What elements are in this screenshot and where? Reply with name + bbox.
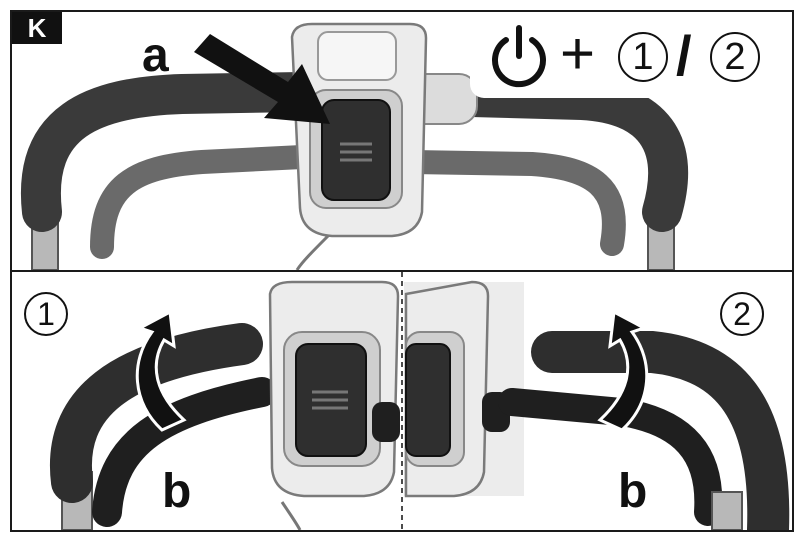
- bottom-panel: 1 b 2 b: [10, 270, 794, 532]
- button-combination: + 1 / 2: [470, 12, 792, 98]
- handle-illustration-bottom: [49, 272, 790, 530]
- option-2-circle: 2: [710, 32, 760, 82]
- step-1-circle: 1: [24, 292, 68, 336]
- option-1-circle: 1: [618, 32, 668, 82]
- left-grip-inner: [90, 145, 314, 259]
- left-step-illustration: [49, 280, 400, 530]
- label-b-left: b: [162, 465, 192, 518]
- left-grip-outer: [20, 72, 322, 232]
- rotate-arrow-left: [135, 309, 187, 432]
- button-ribs: [340, 142, 372, 162]
- plus-sign: +: [560, 20, 596, 87]
- left-trigger: [372, 402, 400, 442]
- rotate-arrow-right: [597, 309, 649, 432]
- separator-slash: /: [676, 24, 692, 87]
- power-icon: [492, 25, 546, 88]
- cable: [295, 230, 334, 270]
- right-grip-outer: [452, 77, 689, 232]
- label-b-right: b: [618, 465, 648, 518]
- right-grip-bar: [531, 331, 790, 530]
- panel-tag: K: [12, 12, 62, 44]
- label-a: a: [142, 29, 169, 82]
- right-step-illustration: [404, 280, 790, 530]
- housing-top-cover: [317, 31, 397, 81]
- top-panel: K a + 1 / 2: [10, 10, 794, 272]
- start-button: [321, 99, 391, 201]
- handle-illustration-top: [20, 22, 689, 270]
- left-grip-bar: [49, 323, 263, 503]
- pointer-arrow-a: [194, 34, 330, 124]
- step-2-circle: 2: [720, 292, 764, 336]
- left-lever-raised: [92, 377, 277, 527]
- right-grip-inner: [400, 150, 626, 256]
